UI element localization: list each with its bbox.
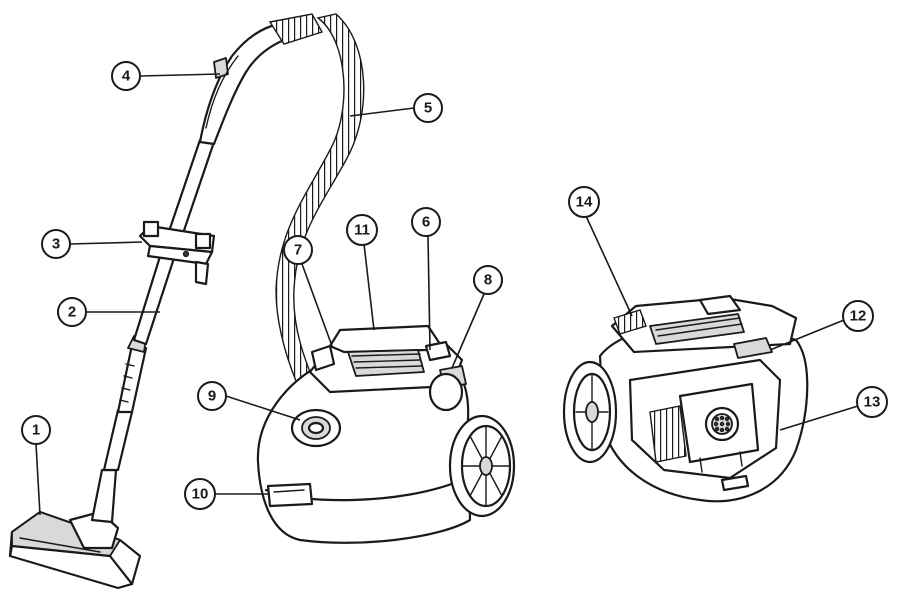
callout-3: 3 xyxy=(41,229,71,259)
callout-10: 10 xyxy=(184,478,216,510)
leader-12 xyxy=(769,319,845,351)
callout-13: 13 xyxy=(856,386,888,418)
callout-12: 12 xyxy=(842,300,874,332)
callout-1-label: 1 xyxy=(32,422,40,439)
callout-11-label: 11 xyxy=(354,222,370,239)
leader-9 xyxy=(225,395,301,421)
callout-2-label: 2 xyxy=(68,304,76,321)
callout-2: 2 xyxy=(57,297,87,327)
open-canister xyxy=(562,294,809,503)
leader-11 xyxy=(363,243,375,331)
callout-3-label: 3 xyxy=(52,236,60,253)
callout-8-label: 8 xyxy=(484,272,492,289)
leader-4 xyxy=(139,73,221,77)
callout-4: 4 xyxy=(111,61,141,91)
callout-9: 9 xyxy=(197,381,227,411)
callout-5: 5 xyxy=(413,93,443,123)
callout-7-label: 7 xyxy=(294,242,302,259)
callout-11: 11 xyxy=(346,214,378,246)
leader-7 xyxy=(301,263,333,347)
leader-14 xyxy=(585,215,633,317)
leader-13 xyxy=(779,405,859,431)
callout-9-label: 9 xyxy=(208,388,216,405)
callout-8: 8 xyxy=(473,265,503,295)
floor-nozzle xyxy=(8,510,142,590)
callout-4-label: 4 xyxy=(122,68,131,85)
leader-8 xyxy=(451,293,485,369)
leader-6 xyxy=(427,235,431,351)
callout-6-label: 6 xyxy=(422,214,430,231)
callout-13-label: 13 xyxy=(864,394,881,411)
leader-3 xyxy=(69,241,143,245)
callout-14-label: 14 xyxy=(576,194,593,211)
callout-7: 7 xyxy=(283,235,313,265)
callout-14: 14 xyxy=(568,186,600,218)
canister-body xyxy=(256,324,516,544)
leader-5 xyxy=(349,107,415,117)
callout-12-label: 12 xyxy=(850,308,867,325)
callout-10-label: 10 xyxy=(192,486,209,503)
callouts: 1 2 3 4 5 6 7 8 xyxy=(21,61,888,510)
leader-1 xyxy=(35,443,41,516)
leader-lines xyxy=(35,73,859,516)
tube-clip xyxy=(138,220,216,286)
telescopic-tube xyxy=(90,138,216,524)
callout-1: 1 xyxy=(21,415,51,445)
hose-handle xyxy=(198,22,286,146)
callout-6: 6 xyxy=(411,207,441,237)
callout-5-label: 5 xyxy=(424,100,432,117)
